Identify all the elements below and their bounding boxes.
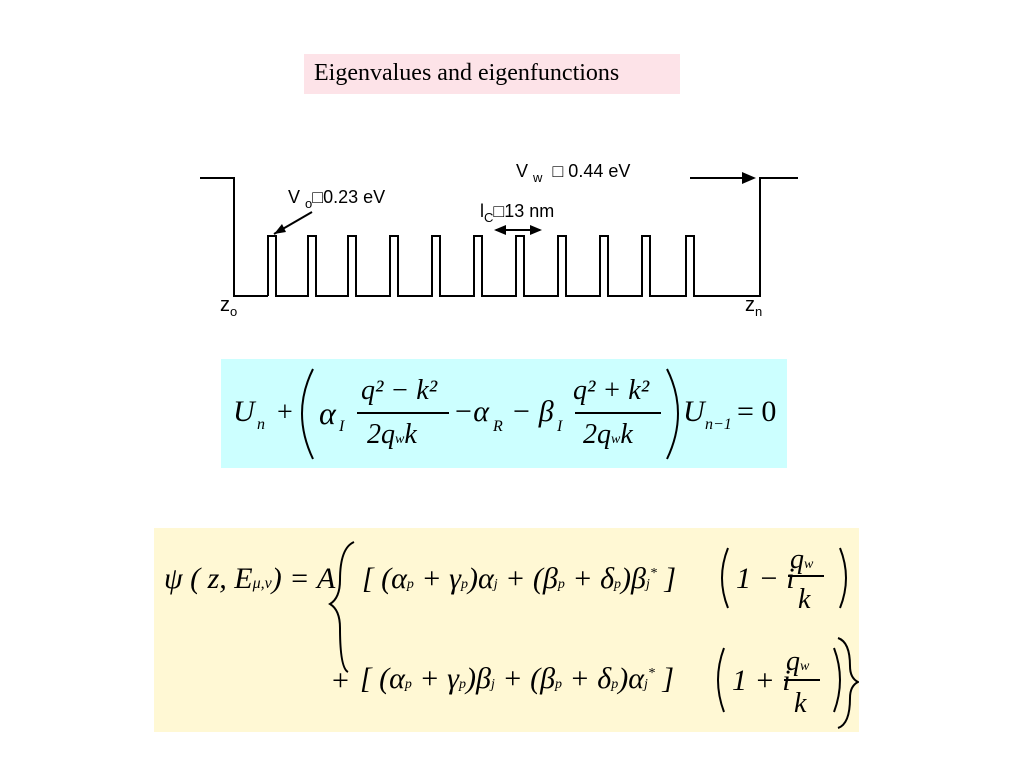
eq1-left-paren [301,368,314,460]
eq1-denominator-2: 2qwk [583,419,633,450]
eq2-paren-r1 [839,547,847,609]
eq2-paren-l2 [717,647,725,713]
eq2-lhs: ψ ( z, Eμ,ν) = A [164,562,336,595]
eq2-one-plus-i: 1 + i [732,664,791,697]
superlattice-profile [200,172,798,297]
eq1-I-sub-2: I [557,418,563,435]
eq2-plus: + [332,664,349,697]
eq2-line1-body: [ (αp + γp)αj + (βp + δp)βj* ] [362,562,677,595]
eq1-alpha-I: α [319,395,336,431]
eq1-R-sub: R [493,418,503,435]
eq2-q-w-1: qw [790,544,814,575]
barrier-series [267,235,730,297]
eq1-right-paren [666,368,679,460]
eq2-paren-r2 [833,647,841,713]
eq2-line2-body: [ (αp + γp)βj + (βp + δp)αj* ] [360,662,675,695]
vw-label: V w □ 0.44 eV [516,161,631,185]
eq1-n: n [257,416,265,433]
right-barrier-line [730,177,798,297]
eq1-U-2: U [683,395,705,428]
vw-arrowhead [742,172,756,184]
slide-title: Eigenvalues and eigenfunctions [314,60,620,86]
eq2-one-minus-i: 1 − i [736,562,795,595]
title-box: Eigenvalues and eigenfunctions [304,54,680,94]
eq2-q-w-2: qw [786,646,810,677]
eq2-paren-l1 [721,547,729,609]
eq1-numerator-2: q² + k² [573,375,650,406]
eq2-k-2: k [794,688,807,719]
eq1-U: U [233,395,255,428]
potential-well-diagram: V w □ 0.44 eV V o□0.23 eV lC□13 nm zo zn [190,150,810,330]
equation-recurrence: U n + α I q² − k² 2qwk −α R − β I q² + k… [221,359,787,468]
eq1-equals-zero: = 0 [737,395,777,428]
eq2-brackets [328,541,859,729]
eq2-left-brace [328,541,355,673]
z0-label: zo [220,294,238,319]
eq2-right-brace [837,637,859,729]
eq1-n-1: n−1 [705,416,732,433]
lc-label: lC□13 nm [480,201,555,225]
eq1-brackets [301,368,679,460]
eq2-k-1: k [798,584,811,615]
eq1-minus-alpha-R: −α [453,395,489,428]
equation-eigenfunction: ψ ( z, Eμ,ν) = A [ (αp + γp)αj + (βp + δ… [154,528,859,732]
vo-label: V o□0.23 eV [288,187,386,211]
zn-label: zn [745,294,763,319]
eq1-numerator-1: q² − k² [361,375,438,406]
left-barrier-line [200,177,268,297]
eq1-I-sub: I [339,418,345,435]
eq1-plus: + [277,397,293,428]
eq1-minus-beta: − β [511,395,554,428]
lc-arrowhead-left [494,225,506,235]
eq1-denominator-1: 2qwk [367,419,417,450]
vo-arrowhead [274,224,286,234]
lc-arrowhead-right [530,225,542,235]
